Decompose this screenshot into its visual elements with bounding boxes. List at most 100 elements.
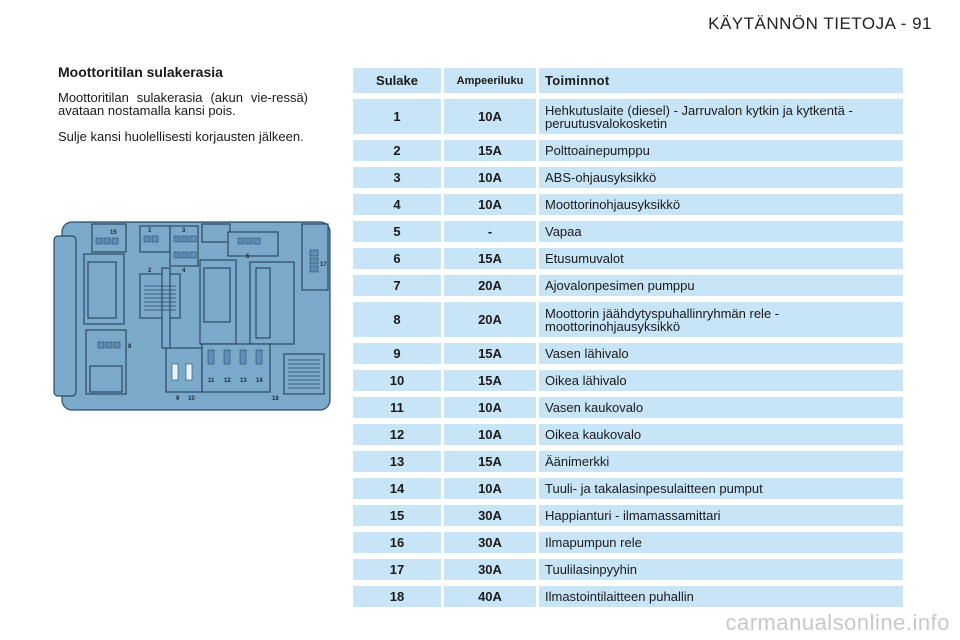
fuse-amperage: 40A bbox=[444, 586, 536, 607]
fuse-function: Vapaa bbox=[539, 221, 903, 242]
divider-rail bbox=[161, 267, 171, 349]
fuse-number: 8 bbox=[353, 302, 441, 337]
diagram-label: 2 bbox=[148, 268, 152, 274]
diagram-label: 1 bbox=[148, 228, 152, 234]
diagram-label: 18 bbox=[272, 396, 279, 402]
block-5-top bbox=[227, 231, 279, 257]
fuse-number: 2 bbox=[353, 140, 441, 161]
fuse-amperage: 10A bbox=[444, 194, 536, 215]
block-17-housing bbox=[301, 223, 329, 291]
fuse-function: Happianturi - ilmamassamittari bbox=[539, 505, 903, 526]
intro-paragraph: Moottoritilan sulakerasia (akun vie-ress… bbox=[58, 90, 308, 118]
fuse-number: 11 bbox=[353, 397, 441, 418]
block-18 bbox=[283, 353, 325, 395]
fuse-number: 15 bbox=[353, 505, 441, 526]
relay-left-upper-inner bbox=[87, 261, 117, 319]
relay-center-inner bbox=[203, 267, 231, 323]
diagram-label: 14 bbox=[256, 378, 263, 384]
fuse-number: 16 bbox=[353, 532, 441, 553]
diagram-label: 9 bbox=[176, 396, 180, 402]
fuse-function: Oikea kaukovalo bbox=[539, 424, 903, 445]
diagram-label: 13 bbox=[240, 378, 247, 384]
header-amperage: Ampeeriluku bbox=[444, 68, 536, 93]
block-2-4 bbox=[139, 273, 181, 319]
left-tab bbox=[53, 235, 77, 397]
fuse-box-diagram: 15 1 3 2 4 5 17 8 11 12 13 14 9 10 18 bbox=[53, 221, 331, 411]
fuse-number: 17 bbox=[353, 559, 441, 580]
fuse-number: 12 bbox=[353, 424, 441, 445]
fuse-number: 4 bbox=[353, 194, 441, 215]
fuse-function: Etusumuvalot bbox=[539, 248, 903, 269]
fuse-number: 6 bbox=[353, 248, 441, 269]
fuse-number: 1 bbox=[353, 99, 441, 134]
fuse-amperage: 15A bbox=[444, 451, 536, 472]
table-row: 8 20A Moottorin jäähdytyspuhallinryhmän … bbox=[353, 302, 903, 337]
table-row: 13 15A Äänimerkki bbox=[353, 451, 903, 472]
fuse-amperage: 30A bbox=[444, 532, 536, 553]
table-row: 14 10A Tuuli- ja takalasinpesulaitteen p… bbox=[353, 478, 903, 499]
block-top-mid bbox=[201, 223, 231, 243]
fuse-amperage: 20A bbox=[444, 275, 536, 296]
fuse-amperage: 20A bbox=[444, 302, 536, 337]
table-row: 7 20A Ajovalonpesimen pumppu bbox=[353, 275, 903, 296]
table-row: 12 10A Oikea kaukovalo bbox=[353, 424, 903, 445]
table-row: 18 40A Ilmastointilaitteen puhallin bbox=[353, 586, 903, 607]
block-3 bbox=[169, 225, 199, 267]
fuse-number: 9 bbox=[353, 343, 441, 364]
fuse-function: Moottorinohjausyksikkö bbox=[539, 194, 903, 215]
table-row: 5 - Vapaa bbox=[353, 221, 903, 242]
section-title: Moottoritilan sulakerasia bbox=[58, 64, 223, 80]
fuse-amperage: 10A bbox=[444, 167, 536, 188]
fuse-function: Vasen lähivalo bbox=[539, 343, 903, 364]
fuse-amperage: 10A bbox=[444, 478, 536, 499]
fuse-function: Ilmastointilaitteen puhallin bbox=[539, 586, 903, 607]
table-row: 10 15A Oikea lähivalo bbox=[353, 370, 903, 391]
fuse-amperage: 15A bbox=[444, 370, 536, 391]
fuse-number: 13 bbox=[353, 451, 441, 472]
fuse-amperage: 10A bbox=[444, 397, 536, 418]
fuse-amperage: 15A bbox=[444, 248, 536, 269]
relay-right-inner bbox=[255, 267, 271, 339]
fuse-number: 18 bbox=[353, 586, 441, 607]
diagram-label: 17 bbox=[320, 262, 327, 268]
diagram-label: 3 bbox=[182, 228, 186, 234]
diagram-label: 12 bbox=[224, 378, 231, 384]
diagram-label: 11 bbox=[208, 378, 215, 384]
diagram-label: 15 bbox=[110, 230, 117, 236]
table-row: 1 10A Hehkutuslaite (diesel) - Jarruvalo… bbox=[353, 99, 903, 134]
fuse-function: Ajovalonpesimen pumppu bbox=[539, 275, 903, 296]
fuse-number: 5 bbox=[353, 221, 441, 242]
fuse-number: 7 bbox=[353, 275, 441, 296]
fuse-amperage: - bbox=[444, 221, 536, 242]
table-row: 11 10A Vasen kaukovalo bbox=[353, 397, 903, 418]
header-function: Toiminnot bbox=[539, 68, 903, 93]
diagram-label: 8 bbox=[128, 344, 132, 350]
fuse-amperage: 30A bbox=[444, 505, 536, 526]
fuse-amperage: 15A bbox=[444, 140, 536, 161]
fuse-function: Äänimerkki bbox=[539, 451, 903, 472]
fuse-function: ABS-ohjausyksikkö bbox=[539, 167, 903, 188]
fuse-amperage: 15A bbox=[444, 343, 536, 364]
table-row: 15 30A Happianturi - ilmamassamittari bbox=[353, 505, 903, 526]
diagram-label: 5 bbox=[246, 254, 250, 260]
fuse-function: Ilmapumpun rele bbox=[539, 532, 903, 553]
closing-paragraph: Sulje kansi huolellisesti korjausten jäl… bbox=[58, 129, 304, 144]
table-row: 4 10A Moottorinohjausyksikkö bbox=[353, 194, 903, 215]
fuse-function: Hehkutuslaite (diesel) - Jarruvalon kytk… bbox=[539, 99, 903, 134]
fuse-number: 10 bbox=[353, 370, 441, 391]
fuse-function: Oikea lähivalo bbox=[539, 370, 903, 391]
fuse-function: Tuuli- ja takalasinpesulaitteen pumput bbox=[539, 478, 903, 499]
fuse-function: Vasen kaukovalo bbox=[539, 397, 903, 418]
fuse-table: Sulake Ampeeriluku Toiminnot 1 10A Hehku… bbox=[353, 68, 903, 613]
table-row: 2 15A Polttoainepumppu bbox=[353, 140, 903, 161]
table-header: Sulake Ampeeriluku Toiminnot bbox=[353, 68, 903, 93]
relay-left-lower-inner bbox=[89, 365, 123, 393]
table-row: 17 30A Tuulilasinpyyhin bbox=[353, 559, 903, 580]
fuse-function: Tuulilasinpyyhin bbox=[539, 559, 903, 580]
table-row: 3 10A ABS-ohjausyksikkö bbox=[353, 167, 903, 188]
watermark: carmanualsonline.info bbox=[725, 610, 950, 635]
fuse-number: 14 bbox=[353, 478, 441, 499]
fuse-function: Moottorin jäähdytyspuhallinryhmän rele -… bbox=[539, 302, 903, 337]
diagram-label: 4 bbox=[182, 268, 186, 274]
fuse-amperage: 10A bbox=[444, 424, 536, 445]
